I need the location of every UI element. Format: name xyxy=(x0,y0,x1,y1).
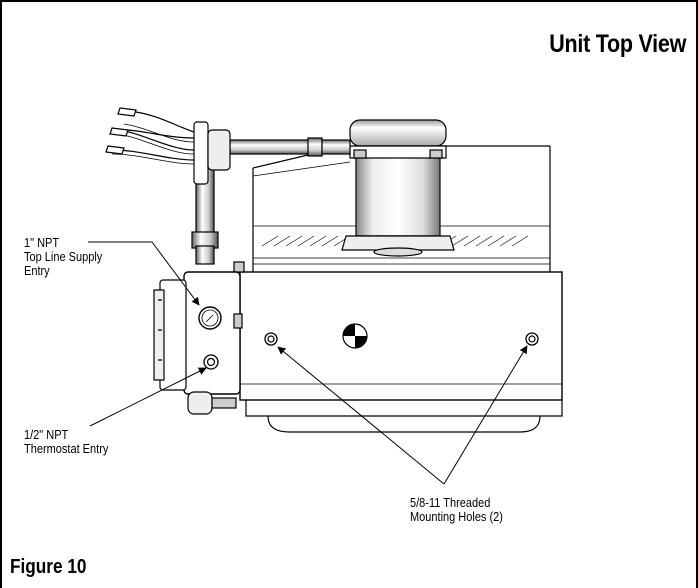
figure-caption: Figure 10 xyxy=(10,556,87,578)
fan-motor xyxy=(341,119,455,257)
thermostat-entry-label: 1/2" NPT Thermostat Entry xyxy=(24,428,109,456)
mounting-hole-left xyxy=(264,332,278,346)
diagram-title: Unit Top View xyxy=(549,30,686,58)
valve-manifold xyxy=(153,271,243,415)
wire-junction xyxy=(105,107,231,185)
unit-body xyxy=(233,261,563,433)
leader-lines xyxy=(88,241,528,485)
mounting-hole-right xyxy=(525,332,539,346)
center-of-gravity-icon xyxy=(342,323,368,349)
mounting-holes-label: 5/8-11 Threaded Mounting Holes (2) xyxy=(410,496,503,524)
supply-entry-label: 1" NPT Top Line Supply Entry xyxy=(24,236,103,278)
